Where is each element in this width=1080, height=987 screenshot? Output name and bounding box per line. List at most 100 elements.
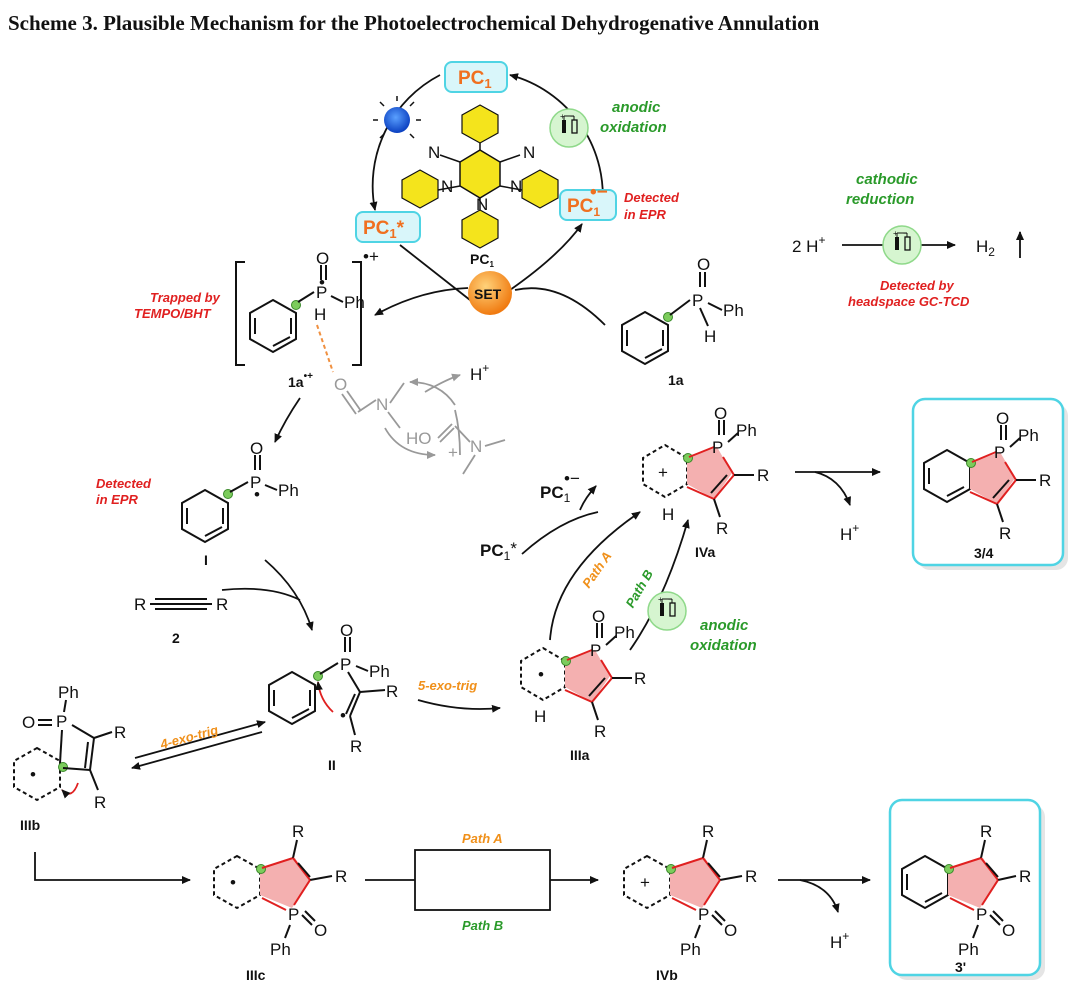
svg-text:2 H+: 2 H+: [792, 233, 825, 256]
compound-IIIa: • P O Ph R R H IIIa: [520, 607, 646, 763]
svg-text:N: N: [441, 177, 453, 196]
svg-text:IIIa: IIIa: [570, 747, 590, 763]
svg-text:Ph: Ph: [270, 940, 291, 959]
svg-text:P: P: [692, 291, 703, 310]
svg-text:Path A: Path A: [462, 831, 503, 846]
anode-electrode-icon: [549, 108, 589, 148]
svg-text:P: P: [698, 905, 709, 924]
cathode-electrode-icon: [882, 225, 922, 265]
svg-text:•−: •−: [590, 182, 608, 203]
svg-text:anodic: anodic: [612, 99, 661, 116]
svg-text:R: R: [216, 595, 228, 614]
svg-text:P: P: [994, 443, 1005, 462]
svg-text:N: N: [510, 177, 522, 196]
svg-text:Detected: Detected: [96, 476, 152, 491]
svg-text:Detected by: Detected by: [880, 278, 954, 293]
compound-IIIc: • R R P O Ph IIIc: [213, 822, 347, 983]
svg-text:R: R: [292, 822, 304, 841]
svg-text:Ph: Ph: [614, 623, 635, 642]
svg-text:PC1: PC1: [567, 196, 600, 219]
compound-II: P O Ph R • R II: [268, 621, 398, 773]
svg-text:R: R: [980, 822, 992, 841]
svg-text:P: P: [976, 905, 987, 924]
product-3-4-box: P O Ph R R 3/4: [911, 397, 1068, 570]
svg-text:3/4: 3/4: [974, 545, 994, 561]
svg-text:R: R: [594, 722, 606, 741]
svg-text:Ph: Ph: [958, 940, 979, 959]
svg-text:PC1: PC1: [540, 483, 571, 505]
svg-text:Ph: Ph: [58, 683, 79, 702]
svg-text:R: R: [335, 867, 347, 886]
svg-text:P: P: [340, 655, 351, 674]
svg-text:H2: H2: [976, 237, 995, 259]
set-ball: SET: [468, 271, 512, 315]
compound-1a-radical-cation: •− •+ P O • Ph H 1a•+: [235, 247, 379, 390]
svg-text:R: R: [114, 723, 126, 742]
svg-text:R: R: [745, 867, 757, 886]
svg-text:P: P: [316, 283, 327, 302]
svg-text:TEMPO/BHT: TEMPO/BHT: [134, 306, 212, 321]
svg-text:•: •: [319, 273, 325, 292]
compound-IVb: + R R P O Ph IVb: [623, 822, 757, 983]
svg-text:1a•+: 1a•+: [288, 371, 313, 390]
svg-text:H: H: [534, 707, 546, 726]
svg-text:4-exo-trig: 4-exo-trig: [158, 722, 220, 752]
svg-text:Ph: Ph: [736, 421, 757, 440]
svg-text:R: R: [634, 669, 646, 688]
svg-text:H: H: [662, 505, 674, 524]
svg-text:H: H: [704, 327, 716, 346]
svg-text:N: N: [523, 143, 535, 162]
scheme-title: Scheme 3. Plausible Mechanism for the Ph…: [8, 11, 820, 35]
svg-text:Ph: Ph: [723, 301, 744, 320]
svg-text:5-exo-trig: 5-exo-trig: [418, 678, 477, 693]
svg-text:O: O: [250, 439, 263, 458]
svg-text:+: +: [640, 873, 650, 892]
svg-text:R: R: [1019, 867, 1031, 886]
svg-text:Detected: Detected: [624, 190, 680, 205]
svg-text:O: O: [714, 404, 727, 423]
svg-text:R: R: [134, 595, 146, 614]
svg-text:•+: •+: [363, 247, 379, 266]
svg-text:R: R: [702, 822, 714, 841]
svg-text:Trapped by: Trapped by: [150, 290, 221, 305]
svg-text:H: H: [314, 305, 326, 324]
svg-text:II: II: [328, 757, 336, 773]
svg-text:Ph: Ph: [680, 940, 701, 959]
svg-text:N: N: [476, 195, 488, 214]
svg-text:H+: H+: [470, 361, 489, 384]
svg-text:P: P: [712, 438, 723, 457]
svg-text:R: R: [1039, 471, 1051, 490]
pc1-catalyst-structure: N N N N N PC1: [401, 104, 559, 269]
light-bulb-icon: [373, 96, 421, 139]
svg-text:IIIc: IIIc: [246, 967, 266, 983]
svg-text:O: O: [996, 409, 1009, 428]
svg-text:R: R: [350, 737, 362, 756]
svg-text:IVa: IVa: [695, 544, 715, 560]
svg-text:2: 2: [172, 630, 180, 646]
cathodic-reduction: cathodic reduction 2 H+ H2 Detected by h…: [792, 171, 1024, 309]
svg-text:H+: H+: [830, 929, 849, 952]
svg-text:in EPR: in EPR: [624, 207, 667, 222]
svg-text:P: P: [250, 473, 261, 492]
svg-text:•: •: [254, 485, 260, 504]
svg-text:I: I: [204, 552, 208, 568]
svg-text:R: R: [94, 793, 106, 812]
svg-text:O: O: [334, 375, 347, 394]
svg-text:oxidation: oxidation: [690, 637, 757, 654]
svg-text:Ph: Ph: [369, 662, 390, 681]
pc1-reduced-box: PC1 •−: [559, 182, 617, 221]
svg-text:N: N: [470, 437, 482, 456]
alkyne-2: R R 2: [134, 595, 228, 646]
svg-text:Ph: Ph: [1018, 426, 1039, 445]
compound-I: P O • Ph I: [181, 439, 299, 568]
svg-text:R: R: [386, 682, 398, 701]
svg-text:O: O: [316, 249, 329, 268]
svg-text:N: N: [376, 395, 388, 414]
svg-text:PC1: PC1: [470, 251, 494, 269]
svg-text:O: O: [340, 621, 353, 640]
svg-text:•−: •−: [564, 469, 580, 488]
svg-text:O: O: [697, 255, 710, 274]
svg-text:R: R: [757, 466, 769, 485]
svg-text:in EPR: in EPR: [96, 492, 139, 507]
